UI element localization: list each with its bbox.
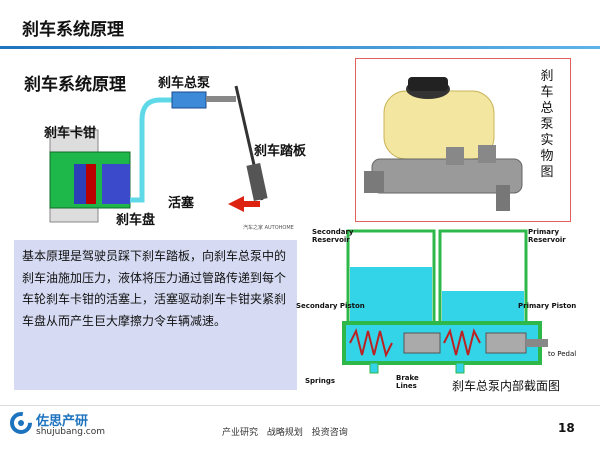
label-secondary-reservoir: Secondary Reservoir [312, 228, 354, 244]
master-cylinder-photo: 刹车总泵实物图 [355, 58, 571, 222]
primary-piston-shape [485, 332, 527, 354]
label-primary-piston: Primary Piston [518, 302, 577, 310]
source-caption: 汽车之家 AUTOHOME [243, 225, 294, 231]
label-master-cylinder: 刹车总泵 [158, 76, 211, 91]
push-arrow-icon [228, 196, 260, 212]
header-divider [0, 46, 600, 49]
logo-icon [10, 412, 32, 434]
footer-nav: 产业研究 战略规划 投资咨询 [222, 428, 348, 438]
label-disc: 刹车盘 [116, 213, 156, 228]
logo-name: 佐思产研 [36, 414, 89, 429]
logo-url: shujubang.com [36, 427, 106, 437]
diagram-title: 刹车系统原理 [24, 75, 126, 95]
label-primary-reservoir: Primary Reservoir [528, 228, 566, 244]
label-piston: 活塞 [168, 196, 195, 211]
label-to-pedal: to Pedal [548, 350, 577, 358]
pedal-shape [246, 162, 268, 202]
page-title: 刹车系统原理 [22, 20, 124, 40]
label-springs: Springs [305, 377, 336, 385]
master-cylinder-photo-image [364, 77, 523, 211]
description-box: 基本原理是驾驶员踩下刹车踏板，向刹车总泵中的刹车油施加压力，液体将压力通过管路传… [14, 240, 297, 390]
master-cylinder-shape [171, 91, 207, 109]
label-pedal: 刹车踏板 [254, 144, 307, 159]
secondary-piston-shape [403, 332, 441, 354]
cross-section-diagram [342, 229, 548, 374]
label-caliper: 刹车卡钳 [44, 126, 97, 141]
header-bar: 刹车系统原理 [0, 0, 600, 46]
cross-section-caption: 刹车总泵内部截面图 [452, 379, 561, 393]
description-text: 基本原理是驾驶员踩下刹车踏板，向刹车总泵中的刹车油施加压力，液体将压力通过管路传… [22, 249, 287, 328]
photo-caption: 刹车总泵实物图 [540, 69, 554, 180]
brake-system-diagram [49, 85, 268, 223]
footer-divider [0, 405, 600, 406]
label-secondary-piston: Secondary Piston [296, 302, 365, 310]
page-number: 18 [558, 421, 575, 435]
label-brake-lines: Brake Lines [396, 374, 419, 390]
